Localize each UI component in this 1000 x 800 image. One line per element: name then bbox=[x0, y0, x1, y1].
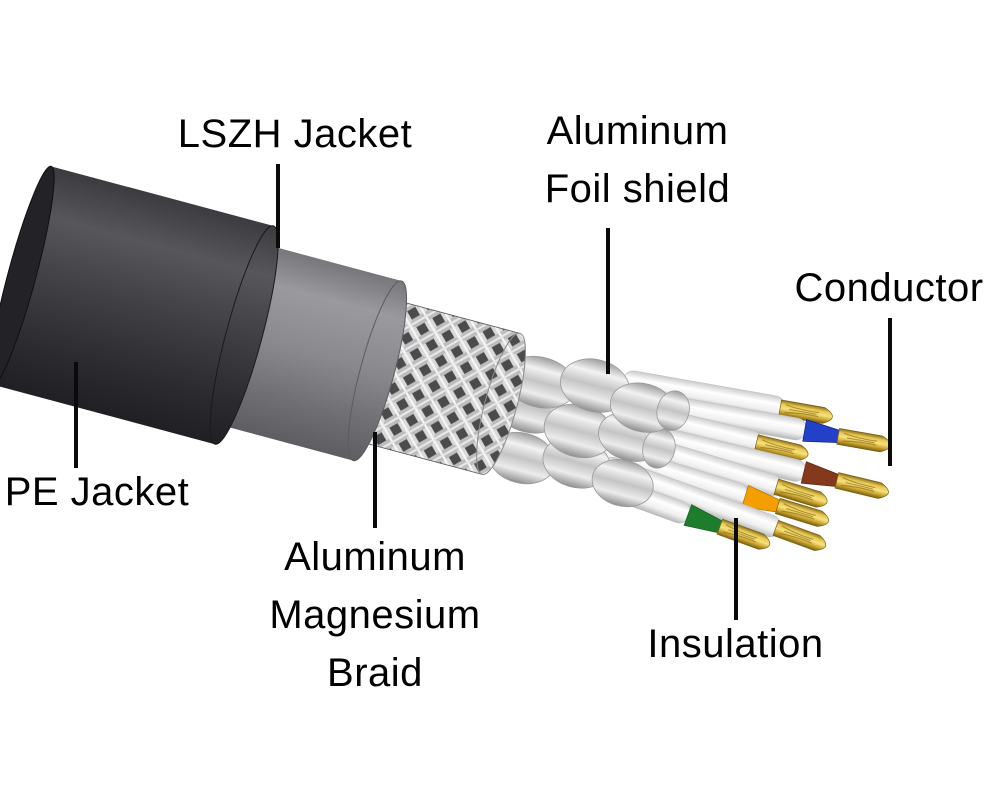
label-aluminum-magnesium-braid: Aluminum Magnesium Braid bbox=[245, 528, 505, 702]
conductor-tip bbox=[773, 478, 828, 508]
leader-line-braid bbox=[373, 432, 377, 528]
conductor-tip bbox=[774, 497, 829, 527]
leader-line-foil-shield bbox=[606, 228, 610, 374]
leader-line-insulation bbox=[734, 518, 738, 620]
label-text: PE Jacket bbox=[4, 470, 190, 514]
label-text: Braid bbox=[327, 651, 423, 695]
pe-cut-edge bbox=[209, 225, 279, 445]
label-conductor: Conductor bbox=[778, 266, 1000, 310]
cable-group bbox=[0, 165, 891, 551]
conductor-tip bbox=[834, 472, 889, 499]
braid-cut-edge bbox=[476, 332, 526, 476]
leader-line-conductor bbox=[888, 318, 892, 466]
pe-jacket-layer bbox=[0, 165, 279, 445]
pe-end-face bbox=[0, 165, 55, 386]
label-text: Foil shield bbox=[544, 167, 731, 211]
label-text: Aluminum bbox=[284, 535, 466, 579]
leader-line-lszh-jacket bbox=[276, 164, 280, 248]
label-aluminum-foil-shield: Aluminum Foil shield bbox=[505, 102, 770, 218]
label-text: Magnesium bbox=[269, 593, 481, 637]
label-text: Conductor bbox=[794, 266, 984, 310]
label-text: Aluminum bbox=[546, 109, 729, 153]
label-lszh-jacket: LSZH Jacket bbox=[160, 112, 430, 156]
leader-line-pe-jacket bbox=[74, 362, 78, 468]
label-insulation: Insulation bbox=[618, 622, 853, 666]
lszh-cut-edge bbox=[347, 280, 408, 462]
label-text: LSZH Jacket bbox=[177, 112, 413, 156]
label-pe-jacket: PE Jacket bbox=[2, 470, 192, 514]
label-text: Insulation bbox=[647, 622, 824, 666]
